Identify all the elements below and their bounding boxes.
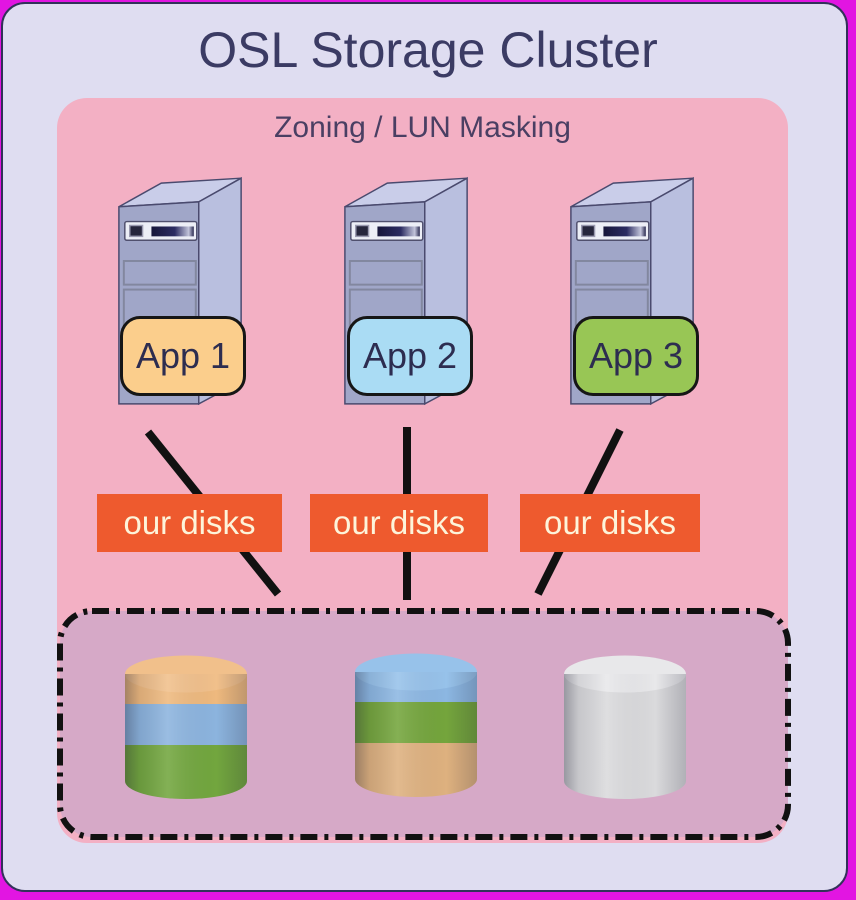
disk-label-text: our disks <box>123 504 256 541</box>
disk-label-1: our disks <box>97 494 282 552</box>
power-button-icon <box>581 224 596 238</box>
cylinder-shading <box>564 674 686 799</box>
app-badge-label: App 3 <box>588 335 684 376</box>
bay-outline-small <box>574 260 649 286</box>
disk-label-3: our disks <box>520 494 700 552</box>
power-button-icon <box>355 224 370 238</box>
app-badge-3: App 3 <box>573 316 699 396</box>
disk-label-2: our disks <box>310 494 488 552</box>
zone-label: Zoning / LUN Masking <box>274 111 571 144</box>
cylinder-shading <box>125 674 247 799</box>
cylinder-shading <box>355 672 477 797</box>
drive-slot-icon <box>603 226 646 237</box>
disk-label-text: our disks <box>543 504 677 541</box>
bay-outline-small <box>122 260 197 286</box>
power-button-icon <box>129 224 144 238</box>
bay-outline-small <box>348 260 423 286</box>
drive-slot-icon <box>377 226 420 237</box>
disk-label-text: our disks <box>332 504 466 541</box>
drive-slot-icon <box>151 226 194 237</box>
app-badge-2: App 2 <box>347 316 473 396</box>
disk-stack-icon-1 <box>125 655 247 799</box>
disk-stack-icon-2 <box>355 653 477 797</box>
app-badge-label: App 1 <box>135 335 231 376</box>
page-title: OSL Storage Cluster <box>198 22 658 78</box>
app-badge-label: App 2 <box>362 335 458 376</box>
disk-stack-icon-3 <box>564 655 686 799</box>
app-badge-1: App 1 <box>120 316 246 396</box>
